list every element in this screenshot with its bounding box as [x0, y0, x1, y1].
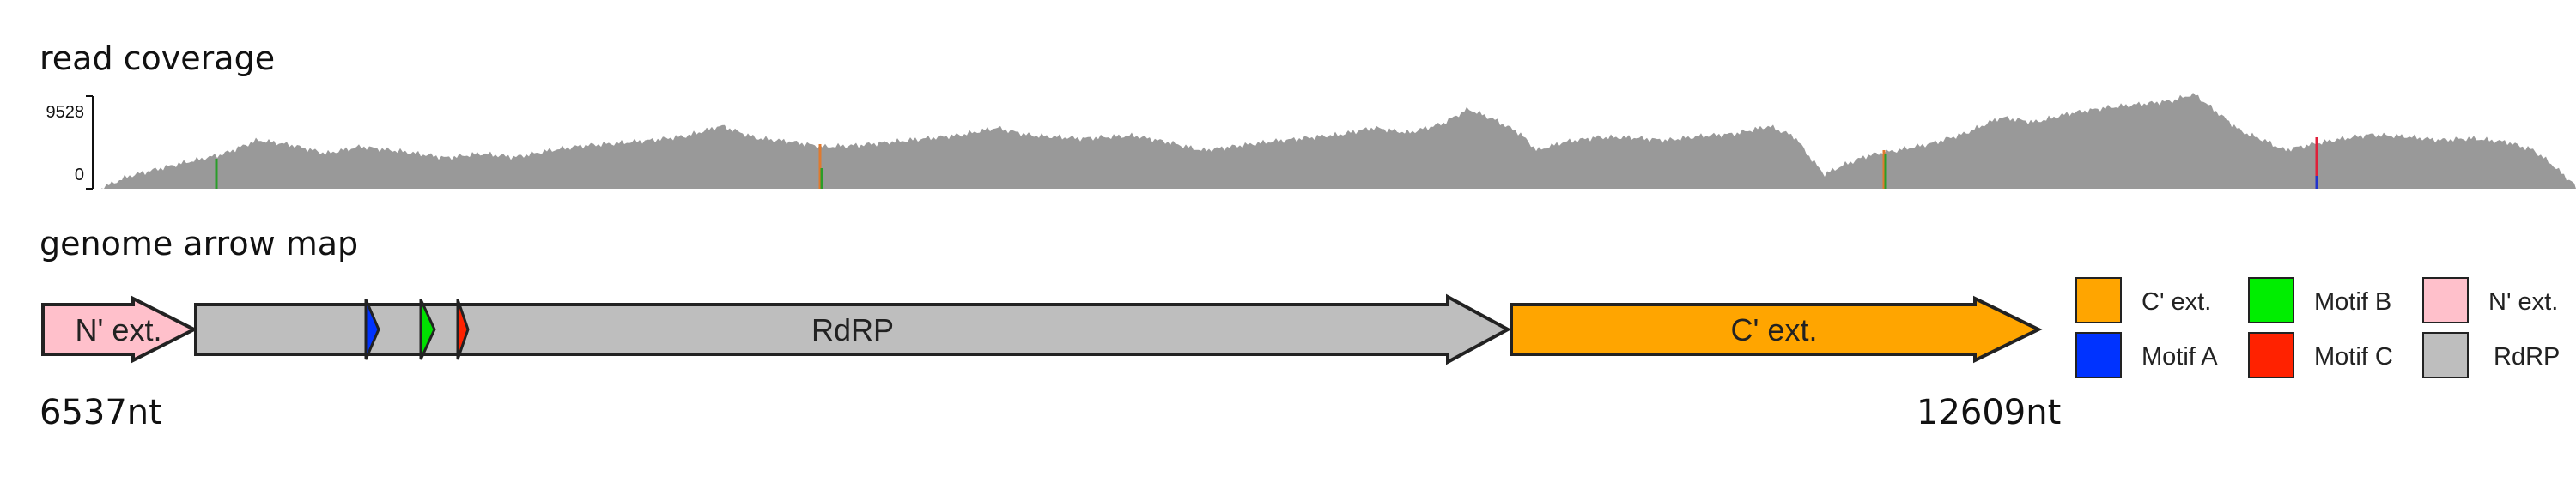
rdrp-label: RdRP	[811, 312, 894, 347]
coverage-markers	[215, 137, 2318, 189]
rdrp-arrow	[194, 293, 1512, 365]
coverage-area	[101, 93, 2576, 189]
legend-label-c-ext: C' ext.	[2142, 288, 2211, 316]
c-ext-arrow	[1510, 295, 2043, 364]
end-position-label: 12609nt	[1917, 393, 2062, 432]
c-ext-label: C' ext.	[1731, 312, 1818, 347]
legend-label-rdrp: RdRP	[2494, 343, 2560, 371]
legend-swatch-motif-a	[2075, 332, 2122, 378]
genome-arrows: N' ext. RdRP C' ext.	[41, 293, 2043, 365]
legend-swatch-rdrp	[2422, 332, 2469, 378]
legend-label-motif-a: Motif A	[2142, 343, 2218, 371]
legend-label-n-ext: N' ext.	[2488, 288, 2558, 316]
legend-label-motif-b: Motif B	[2314, 288, 2391, 316]
coverage-axis: 9528 0	[46, 95, 94, 190]
genome-map-title: genome arrow map	[39, 225, 359, 263]
coverage-title: read coverage	[39, 39, 276, 77]
motif-b-marker	[419, 299, 436, 360]
n-ext-arrow	[41, 295, 198, 364]
legend: C' ext. Motif B N' ext. Motif A Motif C …	[2075, 277, 2560, 378]
legend-swatch-c-ext	[2075, 277, 2122, 323]
coverage-max-label: 9528	[46, 103, 85, 122]
legend-swatch-motif-b	[2248, 277, 2294, 323]
start-position-label: 6537nt	[39, 393, 162, 432]
coverage-min-label: 0	[75, 166, 84, 184]
legend-swatch-n-ext	[2422, 277, 2469, 323]
motif-c-marker	[456, 299, 470, 360]
legend-label-motif-c: Motif C	[2314, 343, 2393, 371]
motif-a-marker	[364, 299, 380, 360]
legend-swatch-motif-c	[2248, 332, 2294, 378]
n-ext-label: N' ext.	[76, 312, 162, 347]
